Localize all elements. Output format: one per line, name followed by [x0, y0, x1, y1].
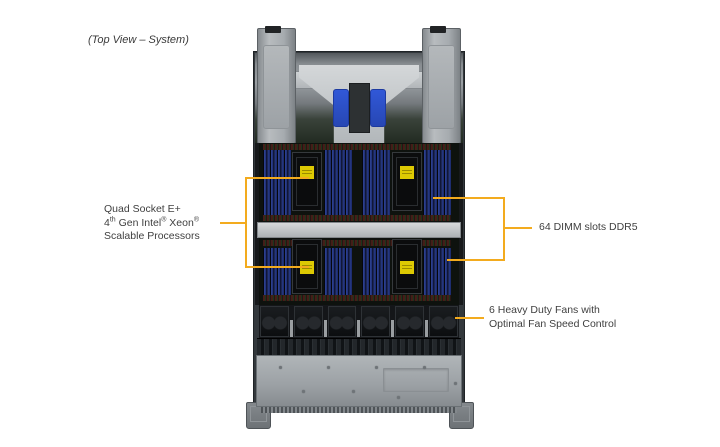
fan-divider [323, 320, 327, 337]
psu-panel [263, 45, 290, 129]
front-cover [256, 355, 462, 407]
fan-divider [289, 320, 293, 337]
dimm-row-center-gap [353, 150, 361, 215]
registered-mark: ® [193, 216, 200, 223]
connector-header-strip [263, 240, 451, 246]
fan-module [327, 306, 357, 337]
fans-pointer-line [455, 317, 484, 319]
text: 4 [104, 216, 110, 229]
front-rail [261, 407, 457, 413]
cpu-socket [391, 152, 422, 211]
fan-module [361, 306, 391, 337]
screw [397, 396, 400, 399]
screw [352, 390, 355, 393]
processors-pointer-line [220, 222, 247, 224]
view-caption: (Top View – System) [88, 34, 189, 46]
text: Gen Intel [115, 216, 162, 229]
psu-panel [428, 45, 455, 129]
psu-handle [265, 26, 281, 33]
screw [302, 390, 305, 393]
fans-callout-label: 6 Heavy Duty Fans with Optimal Fan Speed… [489, 304, 616, 331]
screw [454, 382, 457, 385]
screw [327, 366, 330, 369]
fan-divider [357, 320, 361, 337]
dimm-row-center-gap [353, 238, 361, 295]
cpu-socket-label [399, 261, 414, 274]
front-components-strip [257, 338, 461, 356]
dimm-pointer-line [505, 227, 532, 229]
dimm-bracket-top-line [433, 197, 505, 199]
dimm-bank [323, 150, 352, 215]
connector-header-strip [263, 144, 451, 150]
fan-module [395, 306, 425, 337]
dimm-bracket-bottom-line [447, 259, 505, 261]
riser-card [333, 89, 349, 127]
connector-header-strip [263, 295, 451, 301]
cpu-socket [391, 239, 422, 294]
fans-label-line1: 6 Heavy Duty Fans with [489, 304, 600, 316]
cpu-socket-label [300, 166, 315, 179]
psu-handle [430, 26, 446, 33]
riser-card [370, 89, 386, 127]
processors-callout-label: Quad Socket E+ 4th Gen Intel® Xeon® Scal… [104, 203, 200, 244]
dimm-bank [362, 248, 391, 295]
cpu-socket-label [399, 166, 414, 179]
dimm-bank [263, 150, 291, 215]
power-supply-left [257, 26, 296, 144]
dimm-bank [422, 248, 451, 295]
screw [375, 366, 378, 369]
processors-label-line3: Scalable Processors [104, 230, 200, 242]
fan-module [293, 306, 323, 337]
mid-support-bar [257, 222, 461, 238]
text: Xeon [166, 216, 194, 229]
registered-mark: ® [161, 216, 167, 223]
fan-divider [391, 320, 395, 337]
dimm-callout-label: 64 DIMM slots DDR5 [539, 221, 638, 233]
power-supply-right [422, 26, 461, 144]
connector-header-strip [263, 215, 451, 221]
processors-label-line1: Quad Socket E+ [104, 203, 181, 215]
dimm-bank [422, 150, 451, 215]
server-top-view-illustration [246, 25, 474, 429]
dimm-bank [263, 248, 291, 295]
riser-center-slot [349, 83, 370, 133]
processors-bracket [245, 177, 309, 268]
fan-row [259, 305, 459, 338]
fan-module [429, 306, 458, 337]
screw [423, 366, 426, 369]
dimm-bracket-vertical-line [503, 197, 505, 261]
dimm-row-upper [263, 150, 451, 215]
dimm-bank [362, 150, 391, 215]
processors-label-line2: 4th Gen Intel® Xeon® [104, 216, 200, 231]
cpu-socket [292, 152, 323, 211]
fan-divider [425, 320, 429, 337]
screw [279, 366, 282, 369]
dimm-bank [323, 248, 352, 295]
superscript: th [109, 216, 116, 223]
fan-module [260, 306, 289, 337]
fans-label-line2: Optimal Fan Speed Control [489, 317, 617, 330]
cover-recess [383, 368, 449, 392]
